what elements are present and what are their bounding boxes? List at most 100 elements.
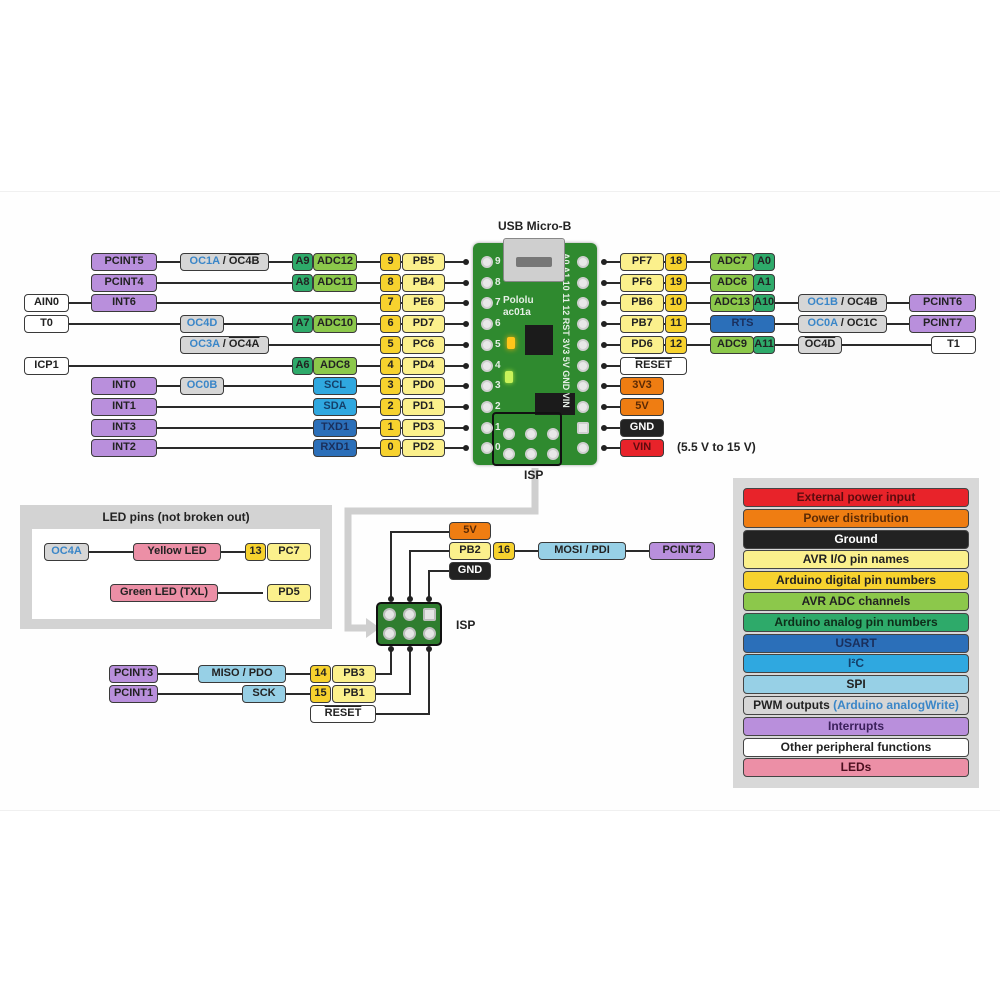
isp-pcint3: PCINT3: [109, 665, 158, 683]
header-hole: [577, 277, 589, 289]
silk-pin-mark: 6: [495, 318, 501, 329]
arduino-pin-8: 8: [380, 274, 401, 292]
arduino-pin-4: 4: [380, 357, 401, 375]
wire-dot: [601, 404, 607, 410]
pwm-oc1b: OC1B / OC4B: [798, 294, 887, 312]
arduino-pin-1: 1: [380, 419, 401, 437]
ground-pin: GND: [620, 419, 664, 437]
isp-reset: RESET: [310, 705, 376, 723]
arduino-pin-19: 19: [665, 274, 687, 292]
isp-pb1: PB1: [332, 685, 376, 703]
analog-pin-a6: A6: [292, 357, 313, 375]
arduino-pin-9: 9: [380, 253, 401, 271]
header-hole: [481, 442, 493, 454]
isp-hole: [547, 448, 559, 460]
board-silk-model: ac01a: [503, 307, 531, 318]
silk-pin-mark: 4: [495, 360, 501, 371]
isp-5v: 5V: [449, 522, 491, 540]
analog-pin-a10: A10: [753, 294, 775, 312]
arduino-pin-2: 2: [380, 398, 401, 416]
isp-hole: [525, 428, 537, 440]
header-hole: [577, 401, 589, 413]
arduino-pin-10: 10: [665, 294, 687, 312]
analog-pin-a8: A8: [292, 274, 313, 292]
header-hole: [577, 442, 589, 454]
isp-miso: MISO / PDO: [198, 665, 286, 683]
wire-dot: [463, 425, 469, 431]
led-yellow-avr-pin: PC7: [267, 543, 311, 561]
silk-pin-mark: 7: [495, 297, 501, 308]
wire-dot: [601, 445, 607, 451]
interrupt-pcint7: PCINT7: [909, 315, 976, 333]
avr-pin-pf6: PF6: [620, 274, 664, 292]
silk-pin-mark: 0: [495, 442, 501, 453]
pwm-oc0b: OC0B: [180, 377, 224, 395]
legend-item: Interrupts: [743, 716, 969, 736]
isp-label-board: ISP: [524, 468, 544, 482]
green-led-icon: [505, 371, 513, 383]
isp-gnd: GND: [449, 562, 491, 580]
board-silk-name: Pololu: [503, 295, 534, 306]
i2c-sda: SDA: [313, 398, 357, 416]
avr-pin-pc6: PC6: [402, 336, 445, 354]
wire-dot: [463, 363, 469, 369]
peripheral-t0: T0: [24, 315, 69, 333]
analog-pin-a11: A11: [753, 336, 775, 354]
isp-sck: SCK: [242, 685, 286, 703]
wire-dot: [601, 321, 607, 327]
led-yellow-label: Yellow LED: [133, 543, 221, 561]
header-hole: [577, 256, 589, 268]
header-hole: [577, 380, 589, 392]
legend-item: Other peripheral functions: [743, 737, 969, 757]
legend-item: USART: [743, 633, 969, 653]
wire-dot: [601, 363, 607, 369]
header-hole: [481, 318, 493, 330]
isp-pointer-arrow: [344, 468, 539, 632]
silk-pin-mark: 5: [495, 339, 501, 350]
usb-micro-b-connector: [503, 238, 565, 282]
legend-item: Arduino analog pin numbers: [743, 612, 969, 632]
microcontroller-chip: [525, 325, 553, 355]
avr-pin-pb7: PB7: [620, 315, 664, 333]
interrupt-int1: INT1: [91, 398, 157, 416]
header-hole: [577, 297, 589, 309]
vin-pin: VIN: [620, 439, 664, 457]
isp-pcint2: PCINT2: [649, 542, 715, 560]
isp-label-header: ISP: [456, 618, 476, 632]
legend-item: LEDs: [743, 758, 969, 778]
legend-item: Power distribution: [743, 508, 969, 528]
arduino-pin-7: 7: [380, 294, 401, 312]
yellow-led-icon: [507, 337, 515, 349]
header-hole: [481, 256, 493, 268]
pwm-oc1a: OC1A / OC4B: [180, 253, 269, 271]
vin-range-note: (5.5 V to 15 V): [677, 440, 756, 454]
isp-pb3: PB3: [332, 665, 376, 683]
avr-pin-pd2: PD2: [402, 439, 445, 457]
legend-item: SPI: [743, 675, 969, 695]
wire-dot: [463, 342, 469, 348]
avr-pin-pb6: PB6: [620, 294, 664, 312]
header-hole: [481, 339, 493, 351]
wire-dot: [463, 445, 469, 451]
analog-pin-a1: A1: [753, 274, 775, 292]
header-hole: [481, 380, 493, 392]
peripheral-ain0: AIN0: [24, 294, 69, 312]
power-5v: 5V: [620, 398, 664, 416]
avr-pin-pd6: PD6: [620, 336, 664, 354]
peripheral-icp1: ICP1: [24, 357, 69, 375]
interrupt-pcint4: PCINT4: [91, 274, 157, 292]
isp-header-icon: [376, 602, 442, 646]
silk-pin-mark: 9: [495, 256, 501, 267]
header-hole: [481, 360, 493, 372]
avr-pin-pd7: PD7: [402, 315, 445, 333]
header-hole: [577, 318, 589, 330]
isp-hole: [525, 448, 537, 460]
wire-dot: [601, 342, 607, 348]
usart-rxd1: RXD1: [313, 439, 357, 457]
wire-dot: [463, 383, 469, 389]
legend-item: Ground: [743, 529, 969, 549]
pwm-oc4d: OC4D: [798, 336, 842, 354]
isp-pb2: PB2: [449, 542, 491, 560]
